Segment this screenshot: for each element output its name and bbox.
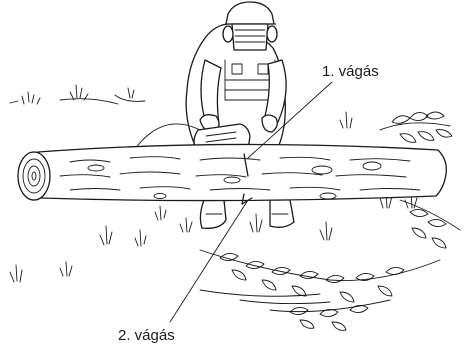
cut-2-label: 2. vágás xyxy=(118,327,175,344)
log xyxy=(18,144,446,204)
cut-1-label: 1. vágás xyxy=(322,63,379,80)
